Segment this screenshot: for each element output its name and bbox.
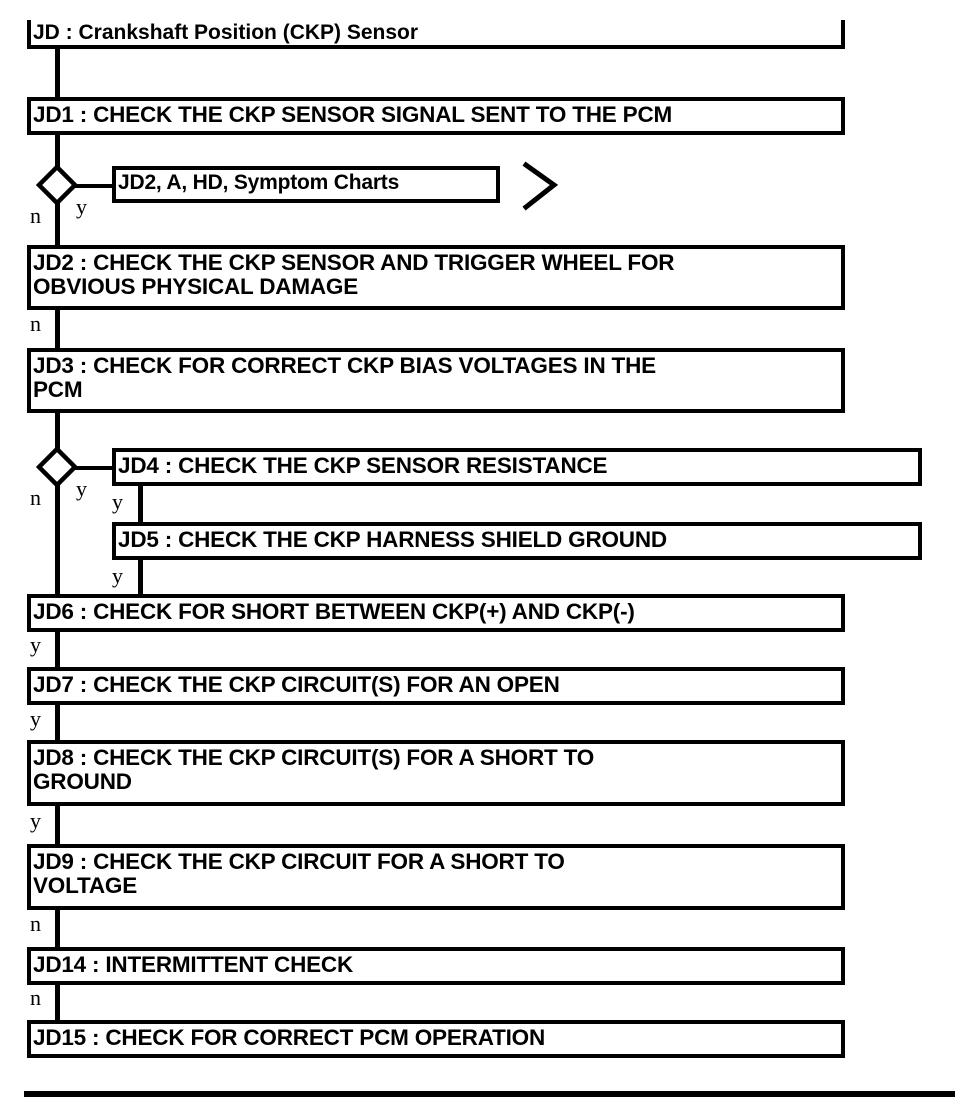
node-jd5-label: JD5 : CHECK THE CKP HARNESS SHIELD GROUN… — [118, 527, 667, 552]
branch-label-jd14-n: n — [30, 985, 41, 1010]
connector-jd9-to-jd14 — [55, 906, 60, 951]
node-jd14[interactable]: JD14 : INTERMITTENT CHECK — [27, 947, 845, 985]
branch-label-decision2-y: y — [76, 476, 87, 501]
connector-jd8-to-jd9 — [55, 802, 60, 848]
decision-diamond-jd1-shape — [35, 163, 79, 207]
branch-label-jd8-y: y — [30, 808, 41, 833]
connector-jd14-to-jd15 — [55, 980, 60, 1024]
branch-label-decision1-y: y — [76, 194, 87, 219]
branch-label-jd2-n: n — [30, 311, 41, 336]
node-jd1[interactable]: JD1 : CHECK THE CKP SENSOR SIGNAL SENT T… — [27, 97, 845, 135]
connector-decision1-n-to-jd2 — [55, 198, 60, 248]
node-ref-jd2-label: JD2, A, HD, Symptom Charts — [118, 171, 400, 194]
branch-label-jd9-n: n — [30, 911, 41, 936]
branch-label-jd6-y: y — [30, 632, 41, 657]
node-jd7-label: JD7 : CHECK THE CKP CIRCUIT(S) FOR AN OP… — [33, 672, 560, 697]
connector-jd1-to-decision1 — [55, 134, 60, 174]
footer-divider — [24, 1091, 955, 1097]
branch-label-jd7-y: y — [30, 706, 41, 731]
continue-arrow-icon — [520, 160, 562, 212]
decision-diamond-jd3-shape — [35, 445, 79, 489]
connector-jd7-to-jd8 — [55, 700, 60, 744]
node-jd9-label: JD9 : CHECK THE CKP CIRCUIT FOR A SHORT … — [33, 849, 565, 899]
node-jd3-label: JD3 : CHECK FOR CORRECT CKP BIAS VOLTAGE… — [33, 353, 656, 403]
node-jd14-label: JD14 : INTERMITTENT CHECK — [33, 952, 354, 977]
node-jd2-label: JD2 : CHECK THE CKP SENSOR AND TRIGGER W… — [33, 250, 675, 300]
branch-label-decision1-n: n — [30, 203, 41, 228]
connector-title-to-jd1 — [55, 48, 60, 100]
node-jd15-label: JD15 : CHECK FOR CORRECT PCM OPERATION — [33, 1025, 546, 1050]
connector-jd4-to-jd5 — [138, 485, 143, 527]
continue-arrow-glyph — [522, 161, 559, 211]
connector-jd6-to-jd7 — [55, 627, 60, 671]
node-ref-jd2-symptom-charts[interactable]: JD2, A, HD, Symptom Charts — [112, 166, 500, 203]
node-jd8[interactable]: JD8 : CHECK THE CKP CIRCUIT(S) FOR A SHO… — [27, 740, 845, 806]
node-jd4-label: JD4 : CHECK THE CKP SENSOR RESISTANCE — [118, 453, 608, 478]
decision-diamond-jd1 — [35, 163, 79, 207]
node-jd15[interactable]: JD15 : CHECK FOR CORRECT PCM OPERATION — [27, 1020, 845, 1058]
node-title-label: JD : Crankshaft Position (CKP) Sensor — [33, 21, 419, 44]
connector-jd3-to-decision2 — [55, 409, 60, 455]
node-jd9[interactable]: JD9 : CHECK THE CKP CIRCUIT FOR A SHORT … — [27, 844, 845, 910]
branch-label-jd5-y: y — [112, 563, 123, 588]
node-jd6-label: JD6 : CHECK FOR SHORT BETWEEN CKP(+) AND… — [33, 599, 635, 624]
node-jd1-label: JD1 : CHECK THE CKP SENSOR SIGNAL SENT T… — [33, 102, 673, 127]
connector-jd5-to-jd6 — [138, 559, 143, 601]
node-jd2[interactable]: JD2 : CHECK THE CKP SENSOR AND TRIGGER W… — [27, 245, 845, 310]
node-jd6[interactable]: JD6 : CHECK FOR SHORT BETWEEN CKP(+) AND… — [27, 594, 845, 632]
connector-decision2-y-to-jd4 — [72, 466, 116, 470]
branch-label-decision2-n: n — [30, 485, 41, 510]
decision-diamond-jd3 — [35, 445, 79, 489]
connector-decision2-n-to-jd6 — [55, 480, 60, 598]
branch-label-jd4-y: y — [112, 489, 123, 514]
node-jd7[interactable]: JD7 : CHECK THE CKP CIRCUIT(S) FOR AN OP… — [27, 667, 845, 705]
node-jd5[interactable]: JD5 : CHECK THE CKP HARNESS SHIELD GROUN… — [112, 522, 922, 560]
node-jd8-label: JD8 : CHECK THE CKP CIRCUIT(S) FOR A SHO… — [33, 745, 595, 795]
connector-decision1-y-to-ref — [72, 184, 116, 188]
node-jd4[interactable]: JD4 : CHECK THE CKP SENSOR RESISTANCE — [112, 448, 922, 486]
node-jd3[interactable]: JD3 : CHECK FOR CORRECT CKP BIAS VOLTAGE… — [27, 348, 845, 413]
node-title[interactable]: JD : Crankshaft Position (CKP) Sensor — [27, 20, 845, 49]
connector-jd2-to-jd3 — [55, 306, 60, 352]
